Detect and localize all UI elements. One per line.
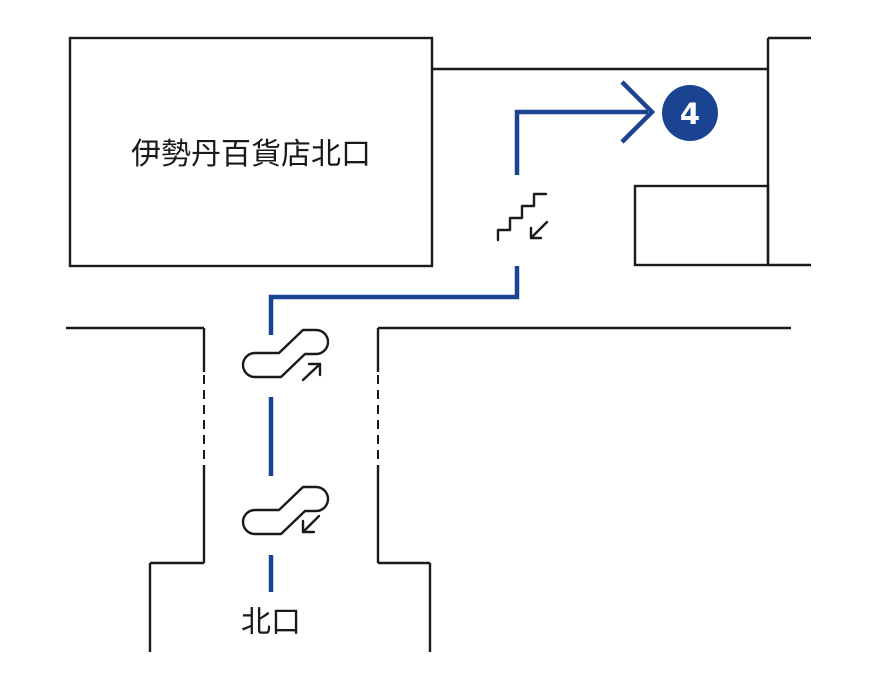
left-passage-walls	[66, 326, 206, 652]
right-passage-walls	[376, 326, 791, 652]
exit-label: 北口	[241, 605, 301, 640]
side-room	[633, 184, 770, 267]
store-name-label: 伊勢丹百貨店北口	[131, 137, 371, 172]
escalator-down-icon	[241, 485, 330, 536]
escalator-up-icon	[241, 328, 330, 382]
isetan-building	[68, 36, 434, 268]
upper-corridor-walls	[432, 36, 811, 267]
svg-text:4: 4	[680, 97, 700, 131]
stairs-down-icon	[496, 192, 549, 242]
route-arrow-icon	[620, 80, 656, 144]
route-path	[268, 80, 656, 592]
exit-4-badge[interactable]: 4	[662, 85, 718, 141]
